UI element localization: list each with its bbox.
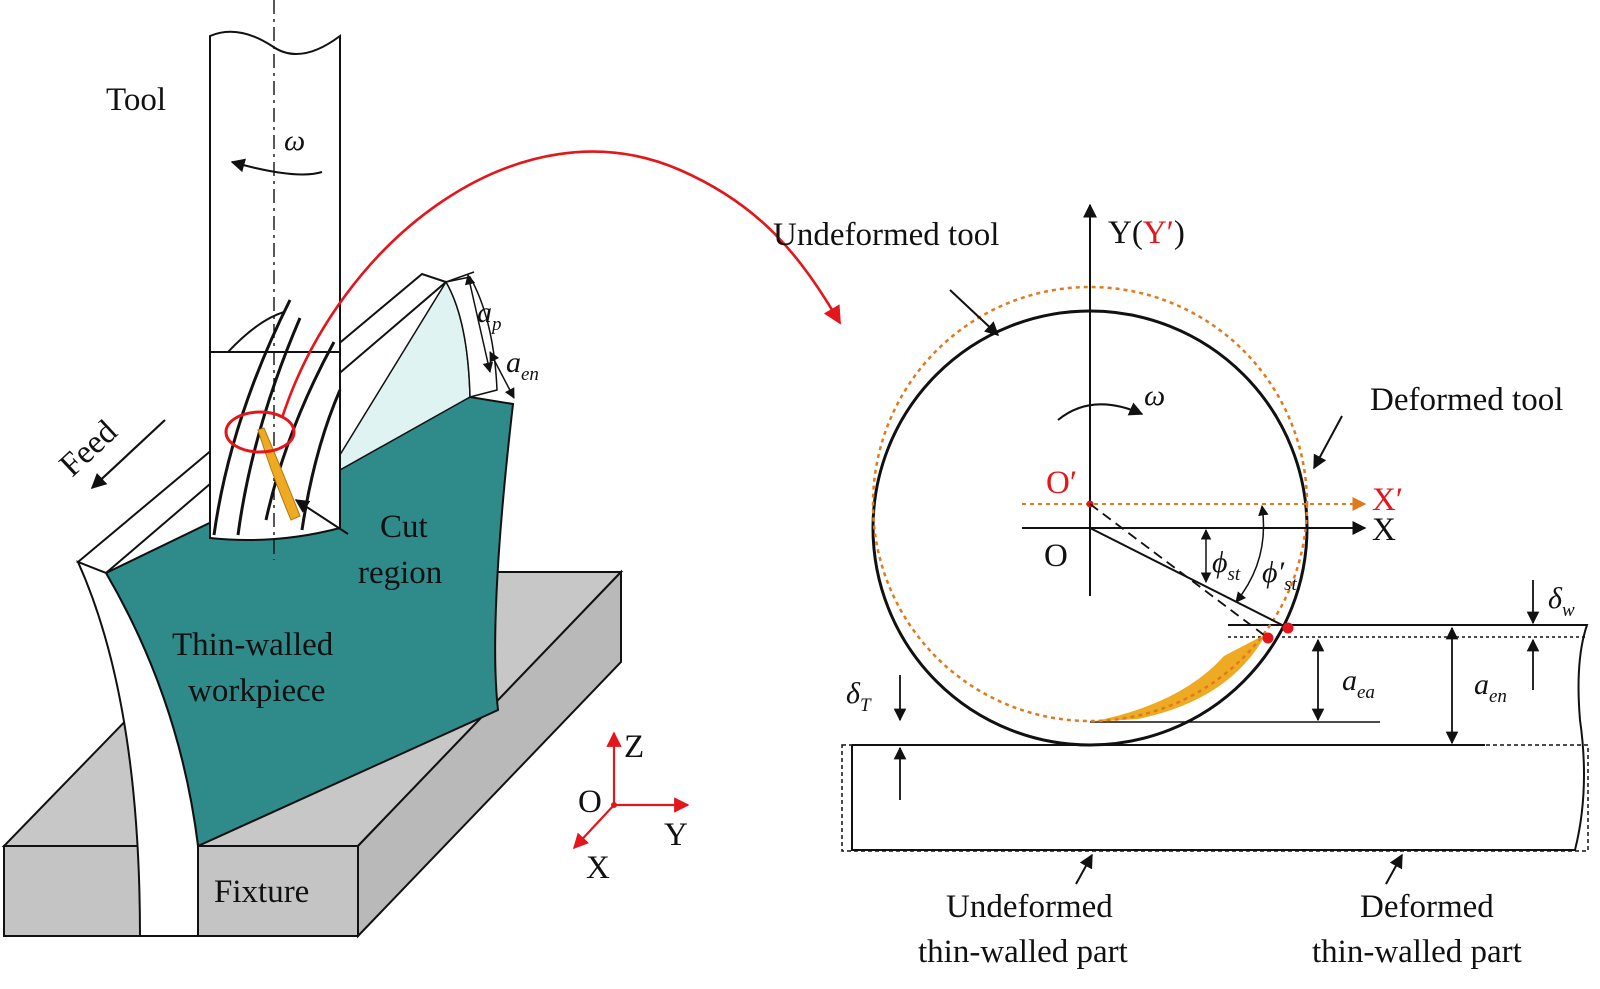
deformed-part-label-line1: Deformed xyxy=(1360,889,1494,925)
fixture-side-face xyxy=(357,569,622,939)
tool-label: Tool xyxy=(106,82,166,118)
coordinate-system xyxy=(572,731,690,850)
x-axis-arrow xyxy=(572,804,615,850)
cut-region-pointer xyxy=(294,499,349,535)
phi-st-prime-arc xyxy=(1235,504,1269,603)
origin-dot xyxy=(611,802,617,808)
y-axis-label: Y(Y′) xyxy=(1108,215,1185,251)
delta-t-label: δT xyxy=(846,677,872,716)
undeformed-part-label-line2: thin-walled part xyxy=(918,934,1128,970)
thin-walled-workpiece xyxy=(76,272,515,937)
deformed-part-pointer xyxy=(1385,853,1403,885)
zoom-connector-arrow xyxy=(280,150,842,419)
phi-st-label: ϕst xyxy=(1212,546,1241,585)
cut-area xyxy=(1090,634,1266,722)
undeformed-tool-label: Undeformed tool xyxy=(773,217,999,253)
coord-y-label: Y xyxy=(664,817,688,853)
origin-prime-label: O′ xyxy=(1046,465,1077,501)
x-axis-label: X xyxy=(1372,512,1396,548)
tool-flute-edge xyxy=(227,311,285,353)
left-dimensions xyxy=(445,271,515,399)
undeformed-tool-pointer xyxy=(949,289,1000,336)
tool-omega-label: ω xyxy=(284,124,305,157)
feed-arrow xyxy=(90,419,166,490)
right-figure: Undeformed tool Deformed tool Y(Y′) X X′… xyxy=(773,203,1589,970)
phi-st-prime-label: ϕ′st xyxy=(1262,556,1297,595)
coord-origin-label: O xyxy=(578,784,602,820)
coord-z-label: Z xyxy=(624,729,644,765)
origin-label: O xyxy=(1044,538,1068,574)
aen-dimension-line xyxy=(489,351,515,399)
end-mill-tool xyxy=(209,0,349,560)
contact-point-1 xyxy=(1282,622,1294,634)
rotation-arrow xyxy=(1057,402,1144,421)
tool-flute-1 xyxy=(212,299,292,536)
feed-label: Feed xyxy=(53,413,125,483)
contact-point-2 xyxy=(1262,632,1274,644)
workpiece-label-line2: workpiece xyxy=(188,673,325,709)
tool-flute-2 xyxy=(236,317,302,536)
delta-w-label: δw xyxy=(1548,582,1575,621)
deformed-tool-circle xyxy=(871,285,1309,723)
omega-label: ω xyxy=(1144,379,1165,412)
radius-deformed xyxy=(1089,503,1269,639)
ap-dimension-line xyxy=(464,273,494,374)
deformed-tool-label: Deformed tool xyxy=(1370,382,1563,418)
ap-label: ap xyxy=(477,296,502,335)
cut-region-label-line1: Cut xyxy=(380,509,428,545)
cut-region-label-line2: region xyxy=(358,555,442,591)
workpiece-edge-face xyxy=(76,560,199,937)
aen-right-label: aen xyxy=(1474,668,1507,707)
fixture-label: Fixture xyxy=(214,874,309,910)
radius-undeformed xyxy=(1089,527,1289,629)
left-figure: Tool ω Feed ap aen Cut region Thin-walle… xyxy=(1,0,842,939)
aen-label: aen xyxy=(506,346,539,385)
aea-label: aea xyxy=(1342,664,1375,703)
undeformed-part-outline xyxy=(841,744,1589,852)
undeformed-part-pointer xyxy=(1075,853,1093,885)
undeformed-part-label-line1: Undeformed xyxy=(946,889,1113,925)
tool-rotation-arrow xyxy=(230,158,323,176)
ap-extension-top xyxy=(445,271,475,283)
deformed-part-label-line2: thin-walled part xyxy=(1312,934,1522,970)
coord-x-label: X xyxy=(586,850,610,886)
deformed-part-outline xyxy=(851,624,1589,851)
x-prime-axis-label: X′ xyxy=(1372,482,1403,518)
workpiece-label-line1: Thin-walled xyxy=(172,627,334,663)
cut-region-marker-ellipse xyxy=(224,410,296,454)
deformed-tool-pointer xyxy=(1313,415,1343,470)
